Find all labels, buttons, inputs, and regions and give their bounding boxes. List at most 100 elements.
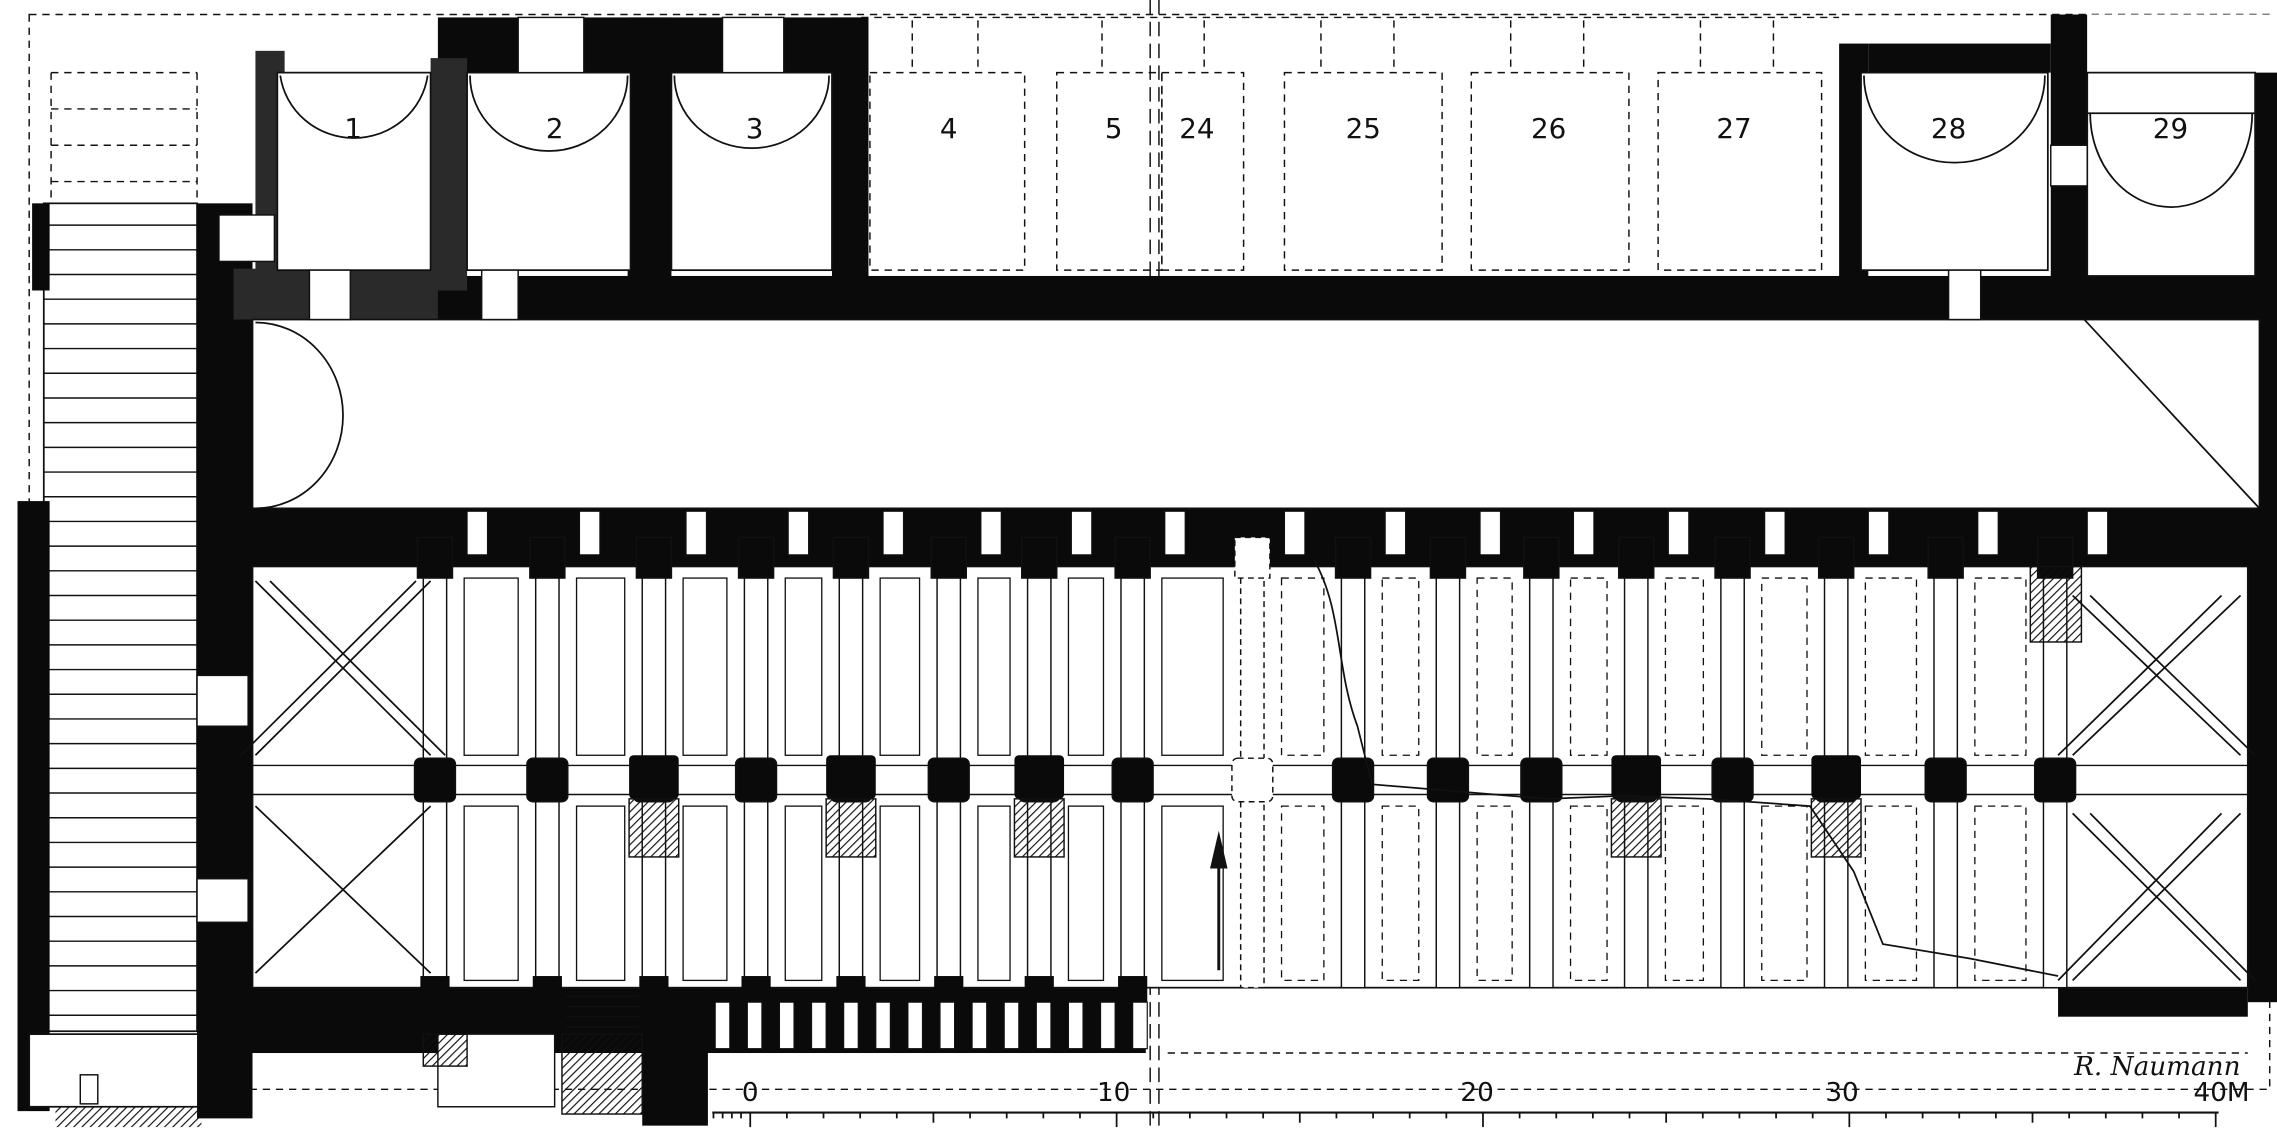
wall-pier (420, 976, 450, 1006)
bay-panel (1974, 577, 2027, 756)
central-pier (1231, 757, 1274, 803)
large-pier (826, 755, 876, 799)
room-label: 27 (1716, 112, 1751, 145)
doorways (196, 16, 2088, 1115)
chambers (276, 71, 2256, 277)
room-label: 24 (1179, 112, 1214, 145)
bay-panel (784, 805, 823, 982)
bay-panel (879, 805, 921, 982)
wall-pier (1234, 536, 1271, 579)
large-pier (1611, 755, 1662, 799)
window-slit (875, 1001, 891, 1050)
window-slit (1070, 510, 1093, 556)
large-pier (1811, 755, 1862, 799)
window-slit (2086, 510, 2109, 556)
wall-pier (1927, 536, 1964, 579)
window-slit (1977, 510, 1999, 556)
window-slit (1867, 510, 1890, 556)
window-slit (1667, 510, 1690, 556)
room-label: 1 (344, 112, 362, 145)
scale-tick-label: 20 (1460, 1078, 1493, 1108)
wall-pier (1523, 536, 1560, 579)
window-slit (980, 510, 1002, 556)
window-slit (1035, 1001, 1052, 1050)
hatched-pier (825, 798, 877, 858)
bay-panel (1161, 805, 1224, 982)
north-arrow-icon (1210, 830, 1228, 971)
window-slit (882, 510, 905, 556)
window-slit (1384, 510, 1407, 556)
room-label: 5 (1105, 112, 1123, 145)
bay-panel (1067, 805, 1105, 982)
hatched-pier (1810, 798, 1862, 858)
signature: R. Naumann (2073, 1052, 2240, 1082)
central-pier (734, 757, 778, 803)
window-slit (907, 1001, 924, 1050)
bay-panel (575, 805, 626, 982)
bay-panel (1381, 805, 1420, 982)
bay-panel (1280, 805, 1325, 982)
window-slit (843, 1001, 859, 1050)
bay-panel (1974, 805, 2027, 982)
window-slit (578, 510, 601, 556)
wall-pier (832, 536, 870, 579)
bay-panel (784, 577, 823, 756)
wall-pier (741, 976, 771, 1006)
wall-pier (934, 976, 964, 1006)
wall-pier (1714, 536, 1751, 579)
bay-panel (575, 577, 626, 756)
bay-panel (879, 577, 921, 756)
room-label: 29 (2153, 112, 2188, 145)
bay-panel (1864, 577, 1918, 756)
window-slit (1003, 1001, 1020, 1050)
window-slit (1764, 510, 1786, 556)
central-pier (1426, 757, 1470, 803)
bay-panel (1381, 577, 1420, 756)
room-28 (1860, 71, 2049, 272)
window-slit (685, 510, 708, 556)
window-slit (466, 510, 489, 556)
wall-pier (737, 536, 775, 579)
bay-panel (463, 577, 519, 756)
room-label: 3 (746, 112, 764, 145)
room-2 (466, 71, 632, 272)
window-slit (778, 1001, 795, 1050)
corner-vaults (240, 580, 2256, 982)
hatched-pier (1610, 798, 1662, 858)
central-pier (1111, 757, 1154, 803)
window-slit (971, 1001, 988, 1050)
bay-panel (1664, 577, 1705, 756)
hatched-pier (1013, 798, 1065, 858)
central-pier (2033, 757, 2077, 803)
bay-panel (1864, 805, 1918, 982)
window-slit (939, 1001, 956, 1050)
window-slit (1099, 1001, 1116, 1050)
wall-pier (1024, 976, 1054, 1006)
central-pier (413, 757, 457, 803)
wall-pier (1021, 536, 1058, 579)
west-stair (17, 202, 206, 1128)
central-pier (1331, 757, 1375, 803)
bay-panel (1161, 577, 1224, 756)
wall-pier (1617, 536, 1655, 579)
bay-panel (463, 805, 519, 982)
bay-panel (1569, 805, 1608, 982)
wall-pier (836, 976, 866, 1006)
scale-tick-label: 40M (2194, 1078, 2250, 1108)
bay-panel (1761, 577, 1808, 756)
central-pier (1520, 757, 1563, 803)
room-labels: 1 2 3 4 5 24 25 26 27 28 29 (344, 112, 2188, 145)
bay-panel (1476, 805, 1513, 982)
room-label: 25 (1346, 112, 1381, 145)
window-slit (1164, 510, 1186, 556)
window-slit (1572, 510, 1595, 556)
room-label: 28 (1931, 112, 1966, 145)
wall-pier (635, 536, 673, 579)
bay-panel (1761, 805, 1808, 982)
wall-pier (1429, 536, 1467, 579)
central-pier (526, 757, 569, 803)
window-slit (746, 1001, 763, 1050)
large-pier (629, 755, 679, 799)
window-slit (1067, 1001, 1084, 1050)
room-label: 26 (1531, 112, 1566, 145)
